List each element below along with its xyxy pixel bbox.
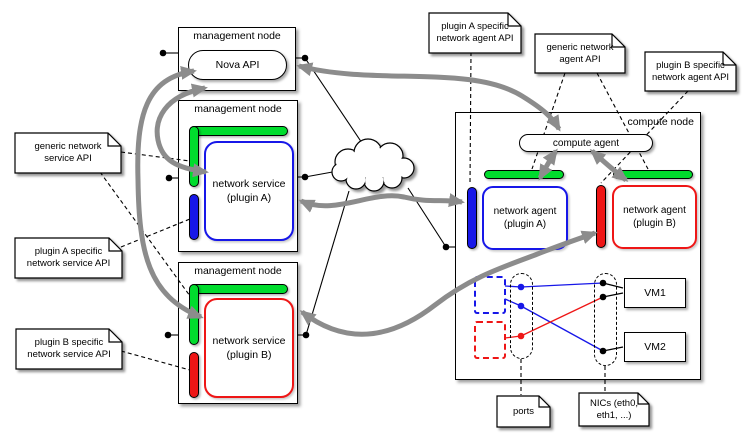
note-plugin-a-agent-api: plugin A specific network agent API: [436, 21, 514, 44]
plugin-a-service-api-bar: [189, 194, 199, 240]
note-shape-ports: [496, 395, 551, 428]
note-generic-service-api: generic network service API: [34, 141, 102, 164]
plugin-a-agent-api-bar: [467, 187, 477, 249]
bar-corner-patch: [190, 285, 197, 292]
compute-agent-label: compute agent: [552, 137, 620, 149]
management-node-2-box: management node network service (plugin …: [178, 100, 298, 252]
note-shape-plugin-a-service-api: [14, 237, 123, 279]
note-shape-nics: [578, 392, 650, 427]
network-service-plugin-b-node: network service (plugin B): [204, 298, 294, 398]
management-node-1-box: management node: [178, 27, 296, 91]
management-node-3-box: management node network service (plugin …: [178, 262, 298, 404]
plugin-b-virtual-switch: [474, 321, 506, 359]
ports-group-ellipse: [510, 273, 533, 359]
note-nics: NICs (eth0, eth1, ...): [589, 397, 639, 421]
note-generic-agent-api: generic network agent API: [546, 41, 614, 65]
network-service-plugin-a-label: network service (plugin A): [212, 177, 286, 204]
compute-agent-node: compute agent: [519, 134, 653, 152]
note-shape-generic-service-api: [14, 132, 122, 174]
generic-service-api-bar-horizontal: [189, 126, 288, 136]
note-shape-plugin-a-agent-api: [428, 12, 522, 54]
note-plugin-b-service-api: plugin B specific network service API: [27, 337, 111, 360]
compute-node-box: compute node compute agent network agent…: [455, 112, 701, 380]
network-cloud-icon: [331, 138, 415, 192]
note-plugin-a-service-api: plugin A specific network service API: [26, 246, 111, 269]
nova-api-label: Nova API: [215, 59, 260, 71]
management-node-3-title: management node: [194, 265, 282, 277]
vm2-label: VM2: [644, 341, 666, 353]
network-agent-plugin-b-node: network agent (plugin B): [612, 185, 697, 249]
generic-service-api-bar-vertical: [189, 284, 199, 345]
vm1-box: VM1: [624, 278, 686, 308]
generic-service-api-bar-horizontal: [189, 284, 288, 294]
note-shape-plugin-b-service-api: [15, 328, 123, 370]
note-plugin-b-agent-api: plugin B specific network agent API: [651, 59, 730, 83]
plugin-a-virtual-switch: [474, 276, 506, 314]
generic-agent-api-bar-right: [613, 170, 693, 179]
note-shape-plugin-b-agent-api: [644, 51, 737, 92]
vm2-box: VM2: [624, 332, 686, 362]
nics-group-ellipse: [594, 273, 617, 366]
network-agent-plugin-a-label: network agent (plugin A): [493, 205, 557, 231]
plugin-b-service-api-bar: [189, 352, 199, 398]
plugin-b-agent-api-bar: [596, 185, 606, 248]
nova-api-node: Nova API: [188, 50, 287, 80]
network-agent-plugin-b-label: network agent (plugin B): [623, 204, 686, 230]
network-service-plugin-b-label: network service (plugin B): [212, 334, 286, 361]
network-agent-plugin-a-node: network agent (plugin A): [482, 186, 568, 250]
generic-service-api-bar-vertical: [189, 126, 199, 187]
network-service-plugin-a-node: network service (plugin A): [204, 141, 294, 241]
management-node-2-title: management node: [194, 103, 282, 115]
bar-corner-patch: [190, 127, 197, 134]
generic-agent-api-bar-left: [484, 170, 564, 179]
vm1-label: VM1: [644, 287, 666, 299]
compute-node-title: compute node: [627, 116, 694, 128]
management-node-1-title: management node: [193, 30, 281, 42]
note-ports: ports: [512, 405, 535, 417]
